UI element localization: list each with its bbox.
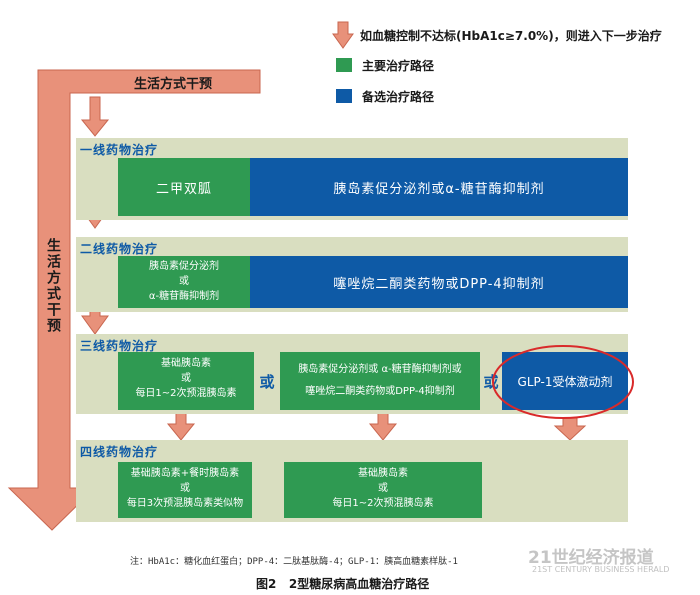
tier2-primary-line2: 或 bbox=[179, 276, 189, 287]
tier3-middle-line1: 胰岛素促分泌剂或 α-糖苷酶抑制剂或 bbox=[298, 363, 462, 375]
tier2-primary-line1: 胰岛素促分泌剂 bbox=[149, 261, 219, 272]
tier3-or-2: 或 bbox=[483, 372, 499, 391]
watermark-line2: 21ST CENTURY BUSINESS HERALD bbox=[532, 565, 670, 574]
tier1-alternate: 胰岛素促分泌剂或α-糖苷酶抑制剂 bbox=[250, 158, 628, 216]
legend-escalate-text: 如血糖控制不达标(HbA1c≥7.0%)，则进入下一步治疗 bbox=[360, 29, 662, 43]
tier1-header: 一线药物治疗 bbox=[80, 143, 159, 157]
tier3-primary-line2: 或 bbox=[181, 373, 191, 384]
legend-alternate-swatch bbox=[336, 89, 352, 103]
tier1-primary: 二甲双胍 bbox=[118, 158, 250, 216]
tier3-alternate: GLP-1受体激动剂 bbox=[502, 352, 628, 410]
lifestyle-side-label: 生活方式干预 bbox=[45, 238, 61, 334]
tier4-left-line2: 或 bbox=[180, 483, 190, 494]
figure-caption: 图2 2型糖尿病高血糖治疗路径 bbox=[256, 577, 430, 591]
tier4-right-line1: 基础胰岛素 bbox=[358, 468, 408, 479]
tier2-alternate: 噻唑烷二酮类药物或DPP-4抑制剂 bbox=[250, 256, 628, 308]
arrow-t3-mid-down bbox=[368, 409, 398, 441]
tier2-primary-line3: α-糖苷酶抑制剂 bbox=[148, 291, 220, 302]
tier3-primary-line1: 基础胰岛素 bbox=[161, 358, 211, 369]
tier2-primary bbox=[118, 256, 250, 308]
legend-arrow-icon bbox=[332, 21, 354, 49]
tier3-primary bbox=[118, 352, 254, 410]
legend-alternate-label: 备选治疗路径 bbox=[362, 90, 435, 104]
highlight-ellipse bbox=[492, 345, 634, 419]
tier4-left-line3: 每日3次预混胰岛素类似物 bbox=[126, 498, 244, 509]
footnote: 注：HbA1c：糖化血红蛋白；DPP-4：二肽基肽酶-4；GLP-1：胰高血糖素… bbox=[130, 557, 458, 567]
tier4-right-line3: 每日1~2次预混胰岛素 bbox=[332, 498, 434, 509]
tier4-left bbox=[118, 462, 252, 518]
tier4-header: 四线药物治疗 bbox=[80, 445, 159, 459]
tier3-header: 三线药物治疗 bbox=[80, 339, 159, 353]
lifestyle-top-label: 生活方式干预 bbox=[134, 77, 213, 92]
tier4-right bbox=[284, 462, 482, 518]
tier3-primary-line3: 每日1~2次预混胰岛素 bbox=[135, 388, 237, 399]
arrow-t3-left-down bbox=[166, 409, 196, 441]
tier3-middle bbox=[280, 352, 480, 410]
legend-primary-label: 主要治疗路径 bbox=[362, 59, 435, 73]
arrow-t3-right-down bbox=[553, 417, 587, 441]
tier4-left-line1: 基础胰岛素+餐时胰岛素 bbox=[130, 468, 240, 479]
tier3-or-1: 或 bbox=[259, 372, 275, 391]
tier4-right-line2: 或 bbox=[378, 483, 388, 494]
tier2-header: 二线药物治疗 bbox=[80, 242, 159, 256]
arrow-to-tier1 bbox=[80, 96, 110, 137]
tier3-middle-line2: 噻唑烷二酮类药物或DPP-4抑制剂 bbox=[305, 385, 455, 397]
watermark-line1: 21世纪经济报道 bbox=[528, 548, 654, 568]
legend-primary-swatch bbox=[336, 58, 352, 72]
